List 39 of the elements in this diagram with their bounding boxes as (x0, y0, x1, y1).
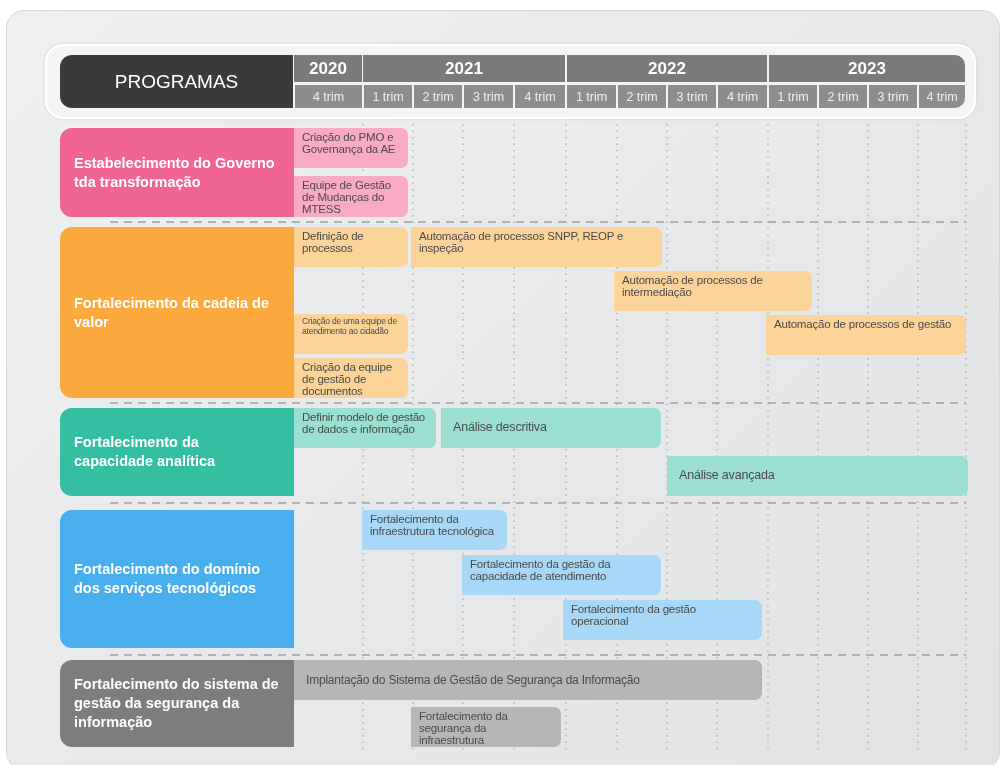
task-bar: Implantação do Sistema de Gestão de Segurança da Informação (294, 660, 762, 700)
year-header: 2023 (769, 55, 965, 82)
task-bar: Criação da equipe de gestão de documentos (294, 358, 408, 398)
quarter-header: 2 trim (414, 85, 462, 108)
task-bar: Definir modelo de gestão de dados e informação (294, 408, 436, 448)
program-box: Fortalecimento do domínio dos serviços tecnológicos (60, 510, 294, 648)
quarter-header: 4 trim (919, 85, 965, 108)
quarter-header: 4 trim (295, 85, 362, 108)
task-bar: Fortalecimento da gestão da capacidade de atendimento (462, 555, 661, 595)
year-header: 2021 (363, 55, 565, 82)
programs-header: PROGRAMAS (60, 55, 293, 108)
quarter-header: 3 trim (464, 85, 513, 108)
quarter-header: 2 trim (819, 85, 867, 108)
task-bar: Fortalecimento da segurança da infraestrutura (411, 707, 561, 747)
quarter-header: 1 trim (567, 85, 616, 108)
program-box: Fortalecimento da cadeia de valor (60, 227, 294, 398)
quarter-header: 3 trim (668, 85, 716, 108)
quarter-header: 4 trim (515, 85, 565, 108)
task-bar: Fortalecimento da infraestrutura tecnológica (362, 510, 507, 550)
year-header: 2020 (294, 55, 362, 82)
task-bar: Análise avançada (667, 456, 968, 496)
task-bar: Análise descritiva (441, 408, 661, 448)
task-bar: Fortalecimento da gestão operacional (563, 600, 762, 640)
year-header: 2022 (567, 55, 767, 82)
task-bar: Definição de processos (294, 227, 408, 267)
task-bar: Automação de processos de gestão (766, 315, 966, 355)
task-bar: Criação do PMO e Governança da AE (294, 128, 408, 168)
program-box: Fortalecimento da capacidade analítica (60, 408, 294, 496)
task-bar: Equipe de Gestão de Mudanças do MTESS (294, 176, 408, 217)
quarter-header: 2 trim (618, 85, 666, 108)
program-box: Estabelecimento do Governo tda transformação (60, 128, 294, 217)
program-box: Fortalecimento do sistema de gestão da segurança da informação (60, 660, 294, 747)
quarter-header: 1 trim (364, 85, 412, 108)
quarter-header: 1 trim (769, 85, 817, 108)
task-bar: Automação de processos SNPP, REOP e inspeção (411, 227, 662, 267)
quarter-header: 3 trim (869, 85, 917, 108)
task-bar: Automação de processos de intermediação (614, 271, 812, 311)
quarter-header: 4 trim (718, 85, 767, 108)
task-bar: Criação de uma equipe de atendimento ao cidadão (294, 314, 408, 354)
